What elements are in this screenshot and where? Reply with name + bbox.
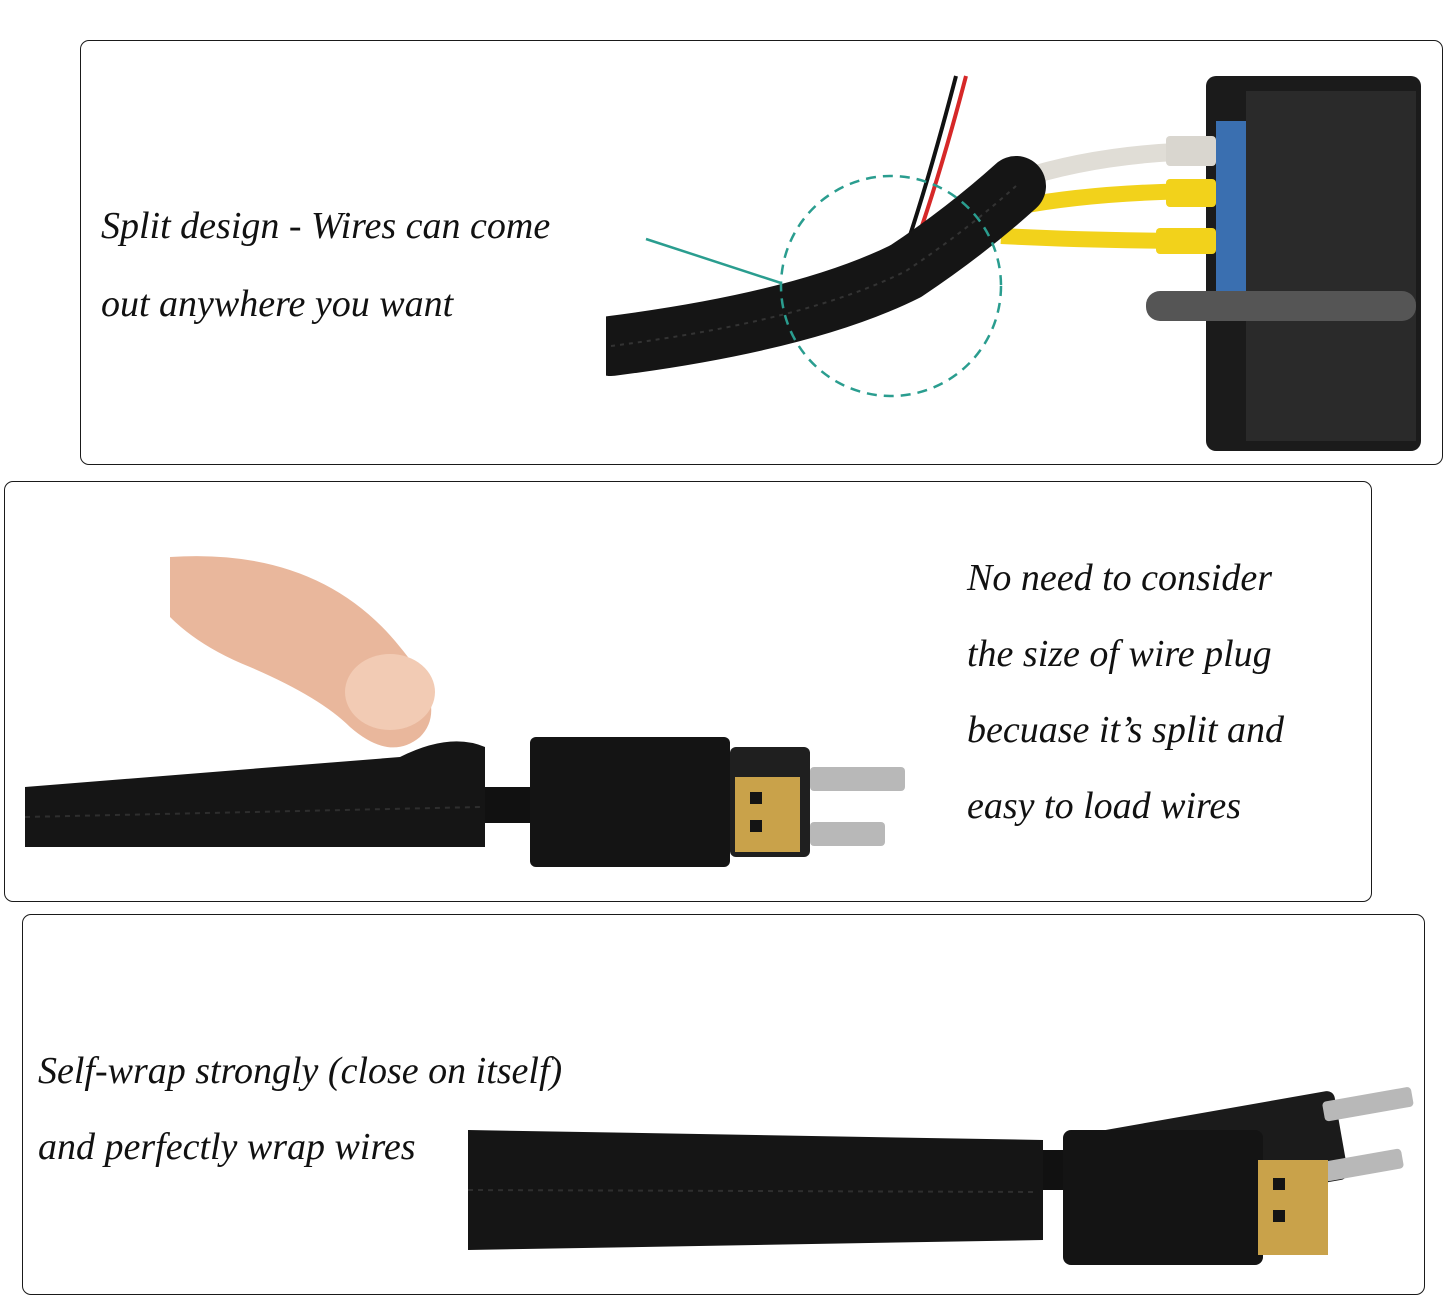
caption-line: the size of wire plug: [967, 633, 1272, 675]
pointer-line: [645, 237, 782, 285]
feature-panel-plug-size: No need to consider the size of wire plu…: [4, 481, 1372, 902]
plug-body: [1063, 1130, 1263, 1265]
ethernet-plug-yellow: [1166, 179, 1216, 207]
caption-line: becuase it’s split and: [967, 709, 1285, 751]
plug-prong: [1322, 1148, 1404, 1182]
plug-slot: [1273, 1210, 1285, 1222]
feature-caption: No need to consider the size of wire plu…: [967, 540, 1284, 844]
braided-sleeve: [25, 741, 485, 847]
feature-caption: Self-wrap strongly (close on itself) and…: [38, 1033, 562, 1185]
split-highlight-circle: [779, 174, 1003, 398]
braided-sleeve: [606, 156, 1046, 376]
caption-line: and perfectly wrap wires: [38, 1126, 416, 1168]
feature-caption: Split design - Wires can come out anywhe…: [101, 187, 550, 343]
hand-opening-sleeve-photo: [24, 556, 905, 867]
plug-slot: [750, 792, 762, 804]
plug-slot: [1273, 1178, 1285, 1190]
ethernet-plug-white: [1166, 136, 1216, 166]
braided-sleeve: [468, 1130, 1043, 1250]
plug-body: [530, 737, 730, 867]
caption-line: No need to consider: [967, 557, 1273, 599]
plug-gold-face: [735, 777, 800, 852]
router-ports: [1216, 121, 1246, 291]
ethernet-plug-yellow-2: [1156, 228, 1216, 254]
router-mesh: [1246, 91, 1416, 441]
caption-line: Split design - Wires can come: [101, 205, 551, 247]
router-stand: [1146, 291, 1416, 321]
plug-prong: [810, 767, 905, 791]
plug-prong: [1322, 1087, 1414, 1122]
caption-line: easy to load wires: [967, 785, 1242, 827]
feature-panel-split-design: Split design - Wires can come out anywhe…: [80, 40, 1443, 465]
plug-gold-face: [1258, 1160, 1328, 1255]
sleeve-texture: [610, 185, 1017, 347]
caption-line: out anywhere you want: [101, 283, 454, 325]
plug-slot: [750, 820, 762, 832]
wrapped-cable-photo: [467, 1087, 1414, 1265]
feature-panel-self-wrap: Self-wrap strongly (close on itself) and…: [22, 914, 1425, 1295]
plug-prong: [810, 822, 885, 846]
fingernail: [345, 654, 435, 730]
caption-line: Self-wrap strongly (close on itself): [38, 1050, 563, 1092]
router-cable-sleeve-photo: [606, 75, 1421, 451]
